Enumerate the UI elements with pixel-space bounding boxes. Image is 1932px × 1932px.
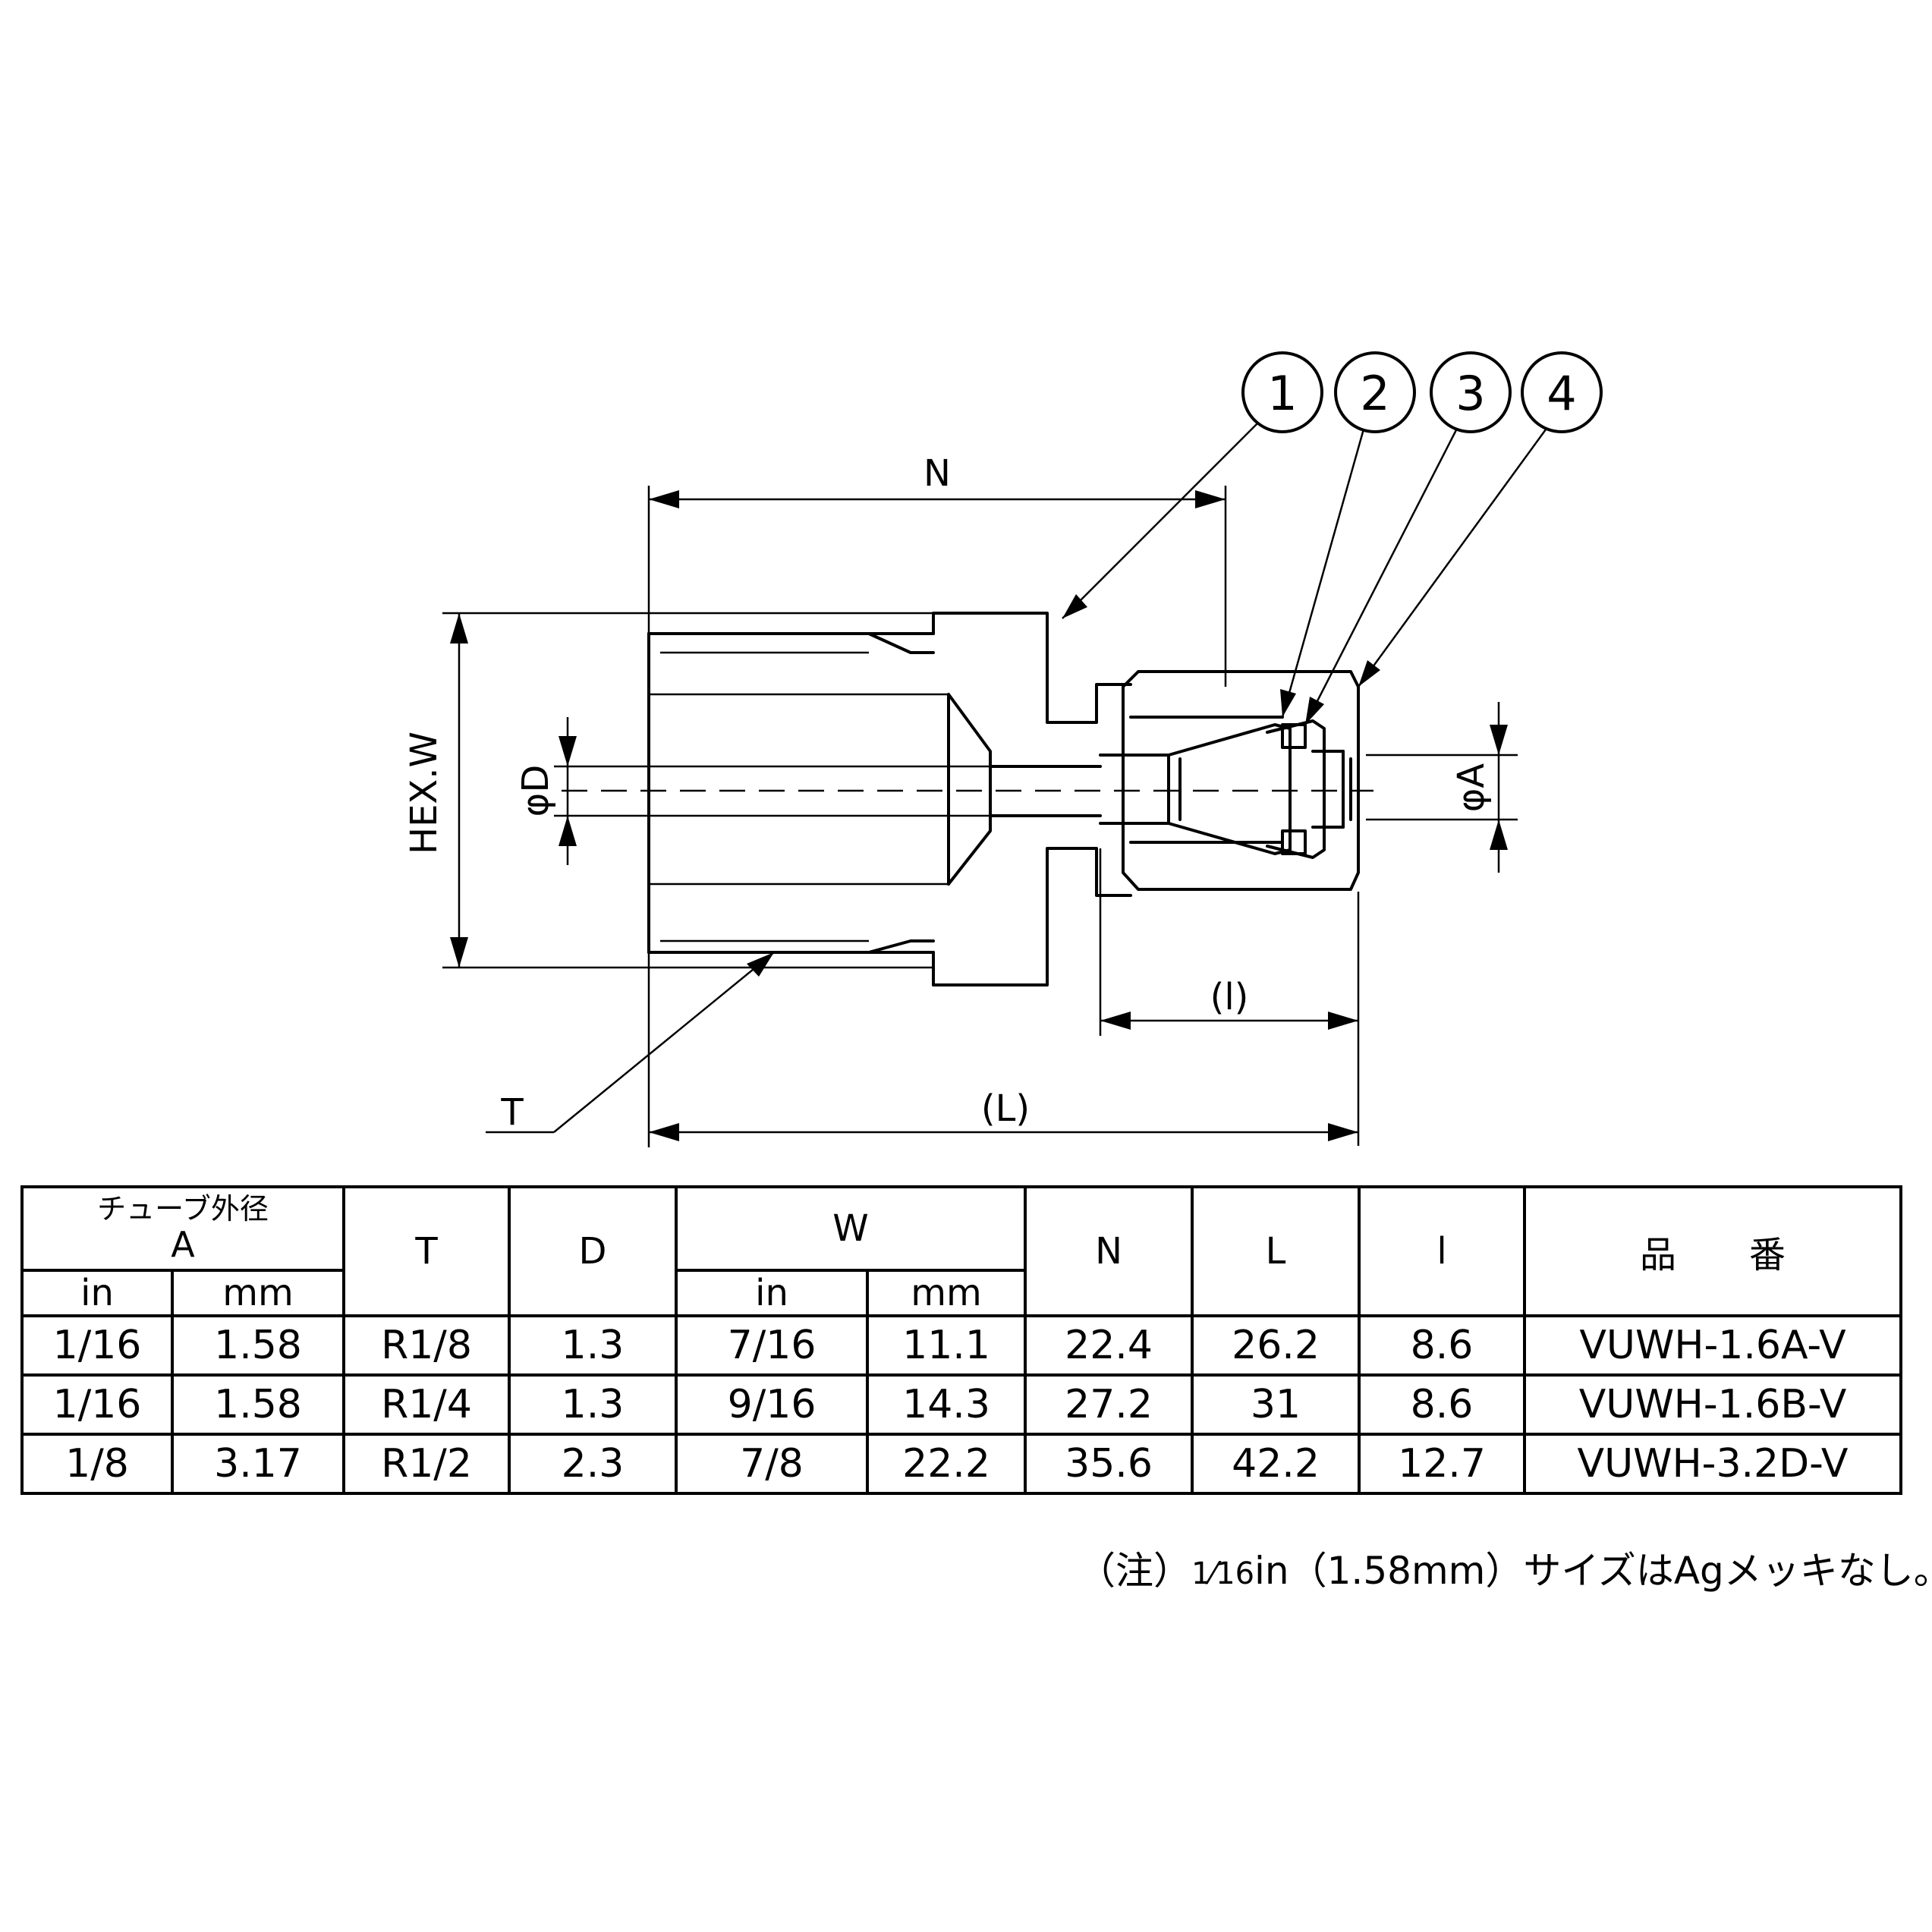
dimension-d: φD [514,717,990,865]
cell-d: 1.3 [508,1314,678,1377]
footnote: （注）1⁄16in（1.58mm）サイズはAgメッキなし。 [1078,1540,1932,1595]
header-w: W [675,1185,1027,1272]
callout-leaders [1062,420,1553,725]
header-d: D [508,1185,678,1317]
cell-w-mm: 22.2 [866,1433,1027,1495]
cell-a-in: 1/16 [20,1373,174,1436]
label-t: T [500,1091,524,1134]
header-t: T [342,1185,511,1317]
cell-l: 8.6 [1358,1373,1527,1436]
dimension-hex-w: HEX.W [403,612,933,969]
svg-text:4: 4 [1547,366,1576,421]
label-d: φD [514,765,557,817]
header-l-small: l [1358,1185,1527,1317]
header-w-in: in [675,1269,870,1317]
cell-w-in: 9/16 [675,1373,870,1436]
dimension-a: φA [1366,702,1518,873]
note-prefix: （注） [1078,1549,1191,1593]
dimension-n: N [647,452,1227,687]
cell-n: 22.4 [1024,1314,1194,1377]
cell-l: 12.7 [1358,1433,1527,1495]
cell-n: 27.2 [1024,1373,1194,1436]
cell-l-total: 42.2 [1191,1433,1361,1495]
note-fraction: 1⁄16 [1191,1556,1255,1591]
label-n: N [924,452,951,495]
callout-1: 1 [1241,351,1323,433]
header-a-mm: mm [170,1269,346,1317]
label-a: φA [1450,763,1493,813]
leader-t: T [486,952,775,1134]
cell-l-total: 31 [1191,1373,1361,1436]
nut [1099,670,1360,891]
label-hex-w: HEX.W [403,732,445,854]
adapter-body [647,612,1132,986]
note-text: in（1.58mm）サイズはAgメッキなし。 [1254,1549,1932,1593]
cell-w-in: 7/8 [675,1433,870,1495]
header-a-in: in [20,1269,174,1317]
cell-w-mm: 11.1 [866,1314,1027,1377]
cell-a-mm: 1.58 [170,1373,346,1436]
callout-4: 4 [1521,351,1603,433]
header-part-no: 品 番 [1523,1185,1903,1317]
cell-a-in: 1/16 [20,1314,174,1377]
cell-part: VUWH-3.2D-V [1523,1433,1903,1495]
cell-w-mm: 14.3 [866,1373,1027,1436]
label-l-small: (l) [1210,976,1249,1018]
cell-a-mm: 3.17 [170,1433,346,1495]
dimension-l-total: (L) [647,952,1358,1147]
spec-table: チューブ外径 A T D W N L l 品 番 in mm in mm 1/1… [20,1185,1903,1495]
header-w-mm: mm [866,1269,1027,1317]
callout-3: 3 [1430,351,1512,433]
cell-d: 2.3 [508,1433,678,1495]
header-l: L [1191,1185,1361,1317]
header-n: N [1024,1185,1194,1317]
cell-t: R1/8 [342,1314,511,1377]
cell-n: 35.6 [1024,1433,1194,1495]
svg-text:1: 1 [1267,366,1297,421]
table-row: 1/16 1.58 R1/8 1.3 7/16 11.1 22.4 26.2 8… [20,1314,1903,1377]
cell-d: 1.3 [508,1373,678,1436]
table-row: 1/8 3.17 R1/2 2.3 7/8 22.2 35.6 42.2 12.… [20,1433,1903,1495]
cell-t: R1/4 [342,1373,511,1436]
label-l-total: (L) [981,1087,1030,1130]
svg-text:2: 2 [1360,366,1389,421]
table-row: 1/16 1.58 R1/4 1.3 9/16 14.3 27.2 31 8.6… [20,1373,1903,1436]
cell-l: 8.6 [1358,1314,1527,1377]
header-tube-od: チューブ外径 A [20,1185,346,1272]
cell-t: R1/2 [342,1433,511,1495]
callout-2: 2 [1334,351,1416,433]
svg-text:3: 3 [1455,366,1485,421]
cell-a-mm: 1.58 [170,1314,346,1377]
cell-part: VUWH-1.6B-V [1523,1373,1903,1436]
dimension-l-small: (l) [1099,848,1360,1146]
cell-part: VUWH-1.6A-V [1523,1314,1903,1377]
cell-a-in: 1/8 [20,1433,174,1495]
cell-l-total: 26.2 [1191,1314,1361,1377]
cell-w-in: 7/16 [675,1314,870,1377]
